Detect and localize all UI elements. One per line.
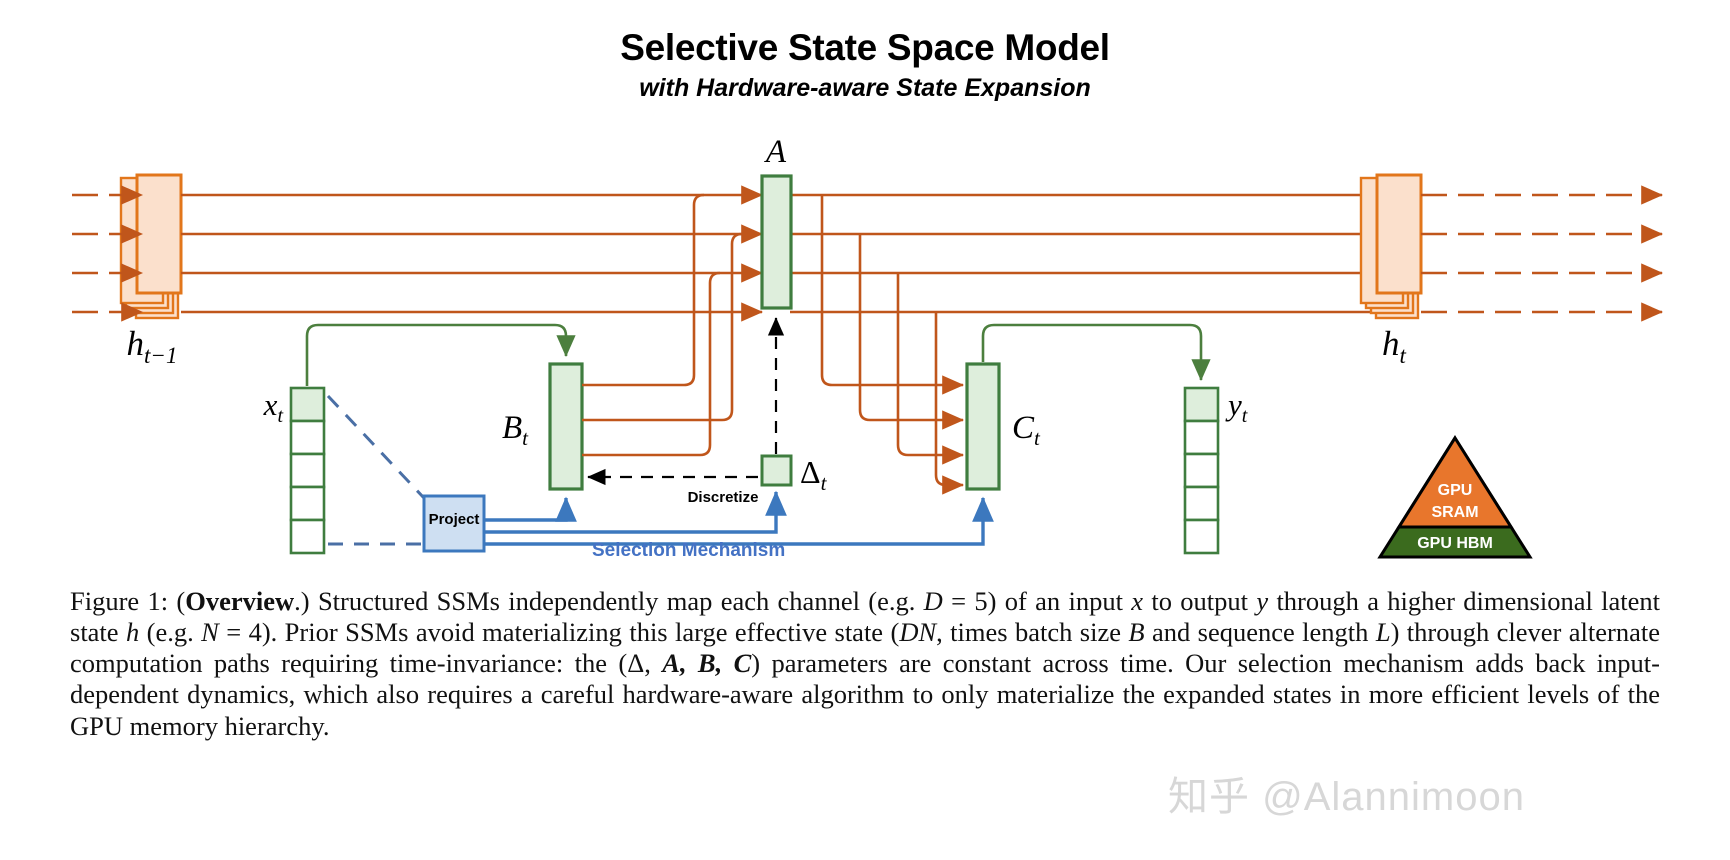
caption-run: ) parameters are constant across time. O… — [70, 648, 1660, 741]
B-to-state-connections — [582, 193, 743, 422]
h-prev-label: ht−1 — [127, 324, 178, 368]
y-label: yt — [1225, 387, 1248, 427]
caption-run: = 5) of an input — [942, 586, 1132, 616]
caption-run: A, B, C — [662, 648, 752, 679]
caption-run: D — [923, 586, 943, 616]
h-prev-stack — [119, 173, 183, 320]
A-label: A — [764, 134, 787, 170]
delta-box — [760, 454, 793, 487]
y-output-column — [1183, 386, 1220, 555]
x-input-column — [289, 386, 326, 555]
caption-text: Figure 1: (Overview.) Structured SSMs in… — [70, 586, 1660, 741]
gpu-sram-label-line2: SRAM — [1431, 504, 1478, 521]
delta-label: Δt — [800, 454, 828, 495]
page-subtitle: with Hardware-aware State Expansion — [639, 73, 1091, 102]
discretize-label: Discretize — [688, 489, 759, 506]
h-prev-input-arrows — [72, 185, 144, 322]
caption-run: ) through clever alternate computation p… — [70, 617, 1660, 679]
B-label: Bt — [502, 410, 529, 450]
gpu-sram-label-line1: GPU — [1438, 482, 1473, 499]
caption-run: , times batch size — [936, 617, 1129, 648]
B-to-state-connections-2 — [582, 271, 721, 457]
gpu-hbm-label: GPU HBM — [1417, 535, 1493, 552]
h-next-label: ht — [1382, 324, 1407, 368]
A-matrix-box — [760, 174, 793, 310]
caption-run: x — [1131, 586, 1144, 616]
page-title: Selective State Space Model — [620, 27, 1110, 68]
caption-run: (e.g. — [139, 617, 202, 648]
x-to-B-connector — [305, 323, 576, 386]
caption-run: h — [125, 617, 140, 648]
caption-run: B — [1128, 617, 1145, 648]
caption-run: and sequence length — [1144, 617, 1376, 648]
x-label: xt — [263, 387, 284, 427]
h-next-output-arrows — [1421, 185, 1664, 322]
C-matrix-box — [965, 362, 1001, 491]
state-to-C-connections — [820, 195, 965, 495]
project-label: Project — [429, 511, 480, 528]
state-channel-lines — [181, 185, 1370, 322]
watermark-cjk: 知乎 — [1168, 774, 1250, 820]
selection-mechanism-label: Selection Mechanism — [592, 540, 785, 561]
C-label: Ct — [1012, 410, 1041, 450]
caption-run: Figure 1: ( — [70, 586, 186, 616]
caption-run: y — [1256, 586, 1269, 616]
caption-run: .) Structured SSMs independently map eac… — [294, 586, 924, 616]
caption-run: L — [1375, 617, 1391, 648]
selection-mechanism-wires — [484, 490, 994, 546]
caption-run: N — [201, 617, 219, 648]
gpu-memory-pyramid — [1377, 435, 1533, 559]
caption-run: = 4). Prior SSMs avoid materializing thi… — [218, 617, 900, 648]
caption-run: DN — [899, 617, 937, 648]
ssm-diagram: A Bt Ct Δt Discretize — [0, 120, 1730, 580]
caption-run: Overview — [185, 586, 295, 616]
caption-run: through a higher dimensional latent stat… — [70, 586, 1661, 648]
watermark-handle: @Alannimoon — [1262, 775, 1525, 819]
B-matrix-box — [548, 362, 584, 491]
title-block: Selective State Space Model with Hardwar… — [0, 28, 1730, 102]
watermark: 知乎 @Alannimoon — [1168, 764, 1525, 822]
project-box[interactable] — [422, 494, 486, 553]
caption-run: to output — [1143, 586, 1257, 616]
C-to-y-connector — [981, 323, 1211, 382]
figure-caption: Figure 1: (Overview.) Structured SSMs in… — [70, 586, 1660, 742]
h-next-stack — [1359, 173, 1423, 320]
x-to-project-dashed — [326, 394, 426, 546]
